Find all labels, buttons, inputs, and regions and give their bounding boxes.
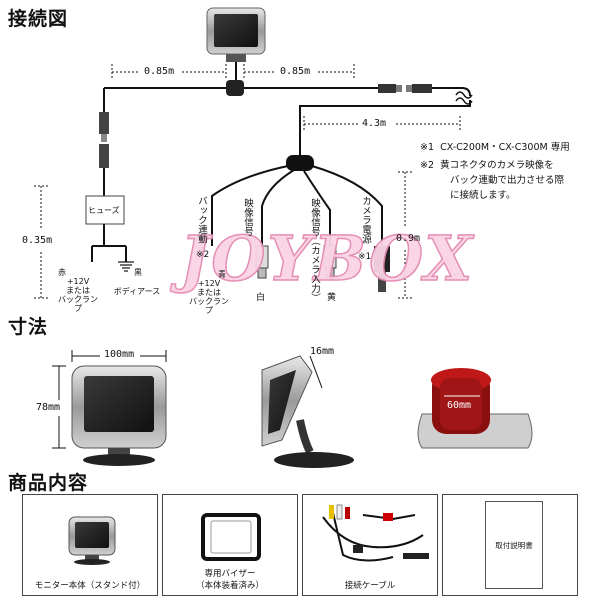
manual-icon: 取付説明書 — [485, 501, 543, 589]
content-item-manual: 取付説明書 — [442, 494, 578, 596]
manual-label: 取付説明書 — [495, 541, 533, 550]
content-item-monitor: モニター本体（スタンド付） — [22, 494, 158, 596]
dim-long: 4.3m — [362, 118, 387, 129]
cable-thumbnail-icon — [322, 504, 429, 562]
dim-camera-power: 0.9m — [396, 233, 421, 244]
monitor-side-view — [261, 355, 354, 468]
ground-icon — [118, 261, 134, 272]
note-4: に接続します。 — [450, 190, 516, 201]
junction-block — [226, 80, 244, 96]
fuse-box — [85, 195, 125, 225]
dim-width: 100mm — [104, 349, 135, 360]
dim-base: 60mm — [447, 400, 472, 411]
caption-visor-1: 専用バイザー — [204, 569, 256, 579]
base-mount-view — [417, 368, 533, 449]
blue-wire-label: 青 +12V または バックランプ — [189, 270, 229, 315]
caption-monitor: モニター本体（スタンド付） — [34, 581, 146, 591]
notes-block: ※1 CX-C200M・CX-C300M 専用 ※2 黄コネクタのカメラ映像を … — [420, 140, 598, 203]
dim-depth: 16mm — [310, 346, 335, 357]
red-wire-label: 赤 +12V または バックランプ — [58, 268, 98, 313]
note-2: ※2 黄コネクタのカメラ映像を — [420, 160, 554, 171]
video1-vertical: 映像信号 — [242, 198, 253, 236]
left-connector-a — [99, 112, 109, 134]
blue-wire-vertical: バック連動 — [196, 196, 207, 244]
rca-white-connector — [255, 245, 269, 279]
camera-power-vertical: カメラ電源 — [360, 196, 371, 244]
camera-power-note: ※1 — [358, 252, 372, 262]
visor-thumbnail-icon — [201, 513, 261, 561]
dim-fuse-height: 0.35m — [22, 235, 53, 246]
monitor-icon — [206, 7, 266, 62]
monitor-front-view — [71, 365, 167, 466]
monitor-thumbnail-icon — [68, 516, 116, 565]
section-title-dimensions: 寸法 — [8, 316, 49, 338]
dim-height: 78mm — [36, 402, 61, 413]
dim-right: 0.85m — [280, 66, 311, 77]
black-wire-label: 黒 ボディアース — [113, 268, 161, 296]
video2-vertical: 映像信号（カメラ入力） — [309, 198, 320, 303]
blue-wire-note: ※2 — [196, 250, 210, 260]
left-connector-b — [99, 144, 109, 168]
center-junction — [286, 155, 314, 171]
section-title-connection: 接続図 — [8, 8, 69, 30]
content-item-visor: 専用バイザー （本体装着済み） — [162, 494, 298, 596]
note-1: ※1 CX-C200M・CX-C300M 専用 — [420, 142, 570, 153]
dc-power-plug — [374, 246, 390, 292]
caption-visor-2: （本体装着済み） — [195, 581, 264, 591]
note-3: バック連動で出力させる際 — [450, 175, 565, 186]
fuse-label: ヒューズ — [88, 206, 120, 215]
caption-cable: 接続ケーブル — [344, 581, 396, 591]
section-title-contents: 商品内容 — [8, 472, 89, 494]
rca-yellow-connector — [323, 245, 337, 279]
joybox-watermark: JOYBOX — [179, 221, 475, 296]
content-item-cable: 接続ケーブル — [302, 494, 438, 596]
dim-left: 0.85m — [144, 66, 175, 77]
video2-color: 黄 — [327, 293, 337, 303]
video1-color: 白 — [256, 293, 266, 303]
